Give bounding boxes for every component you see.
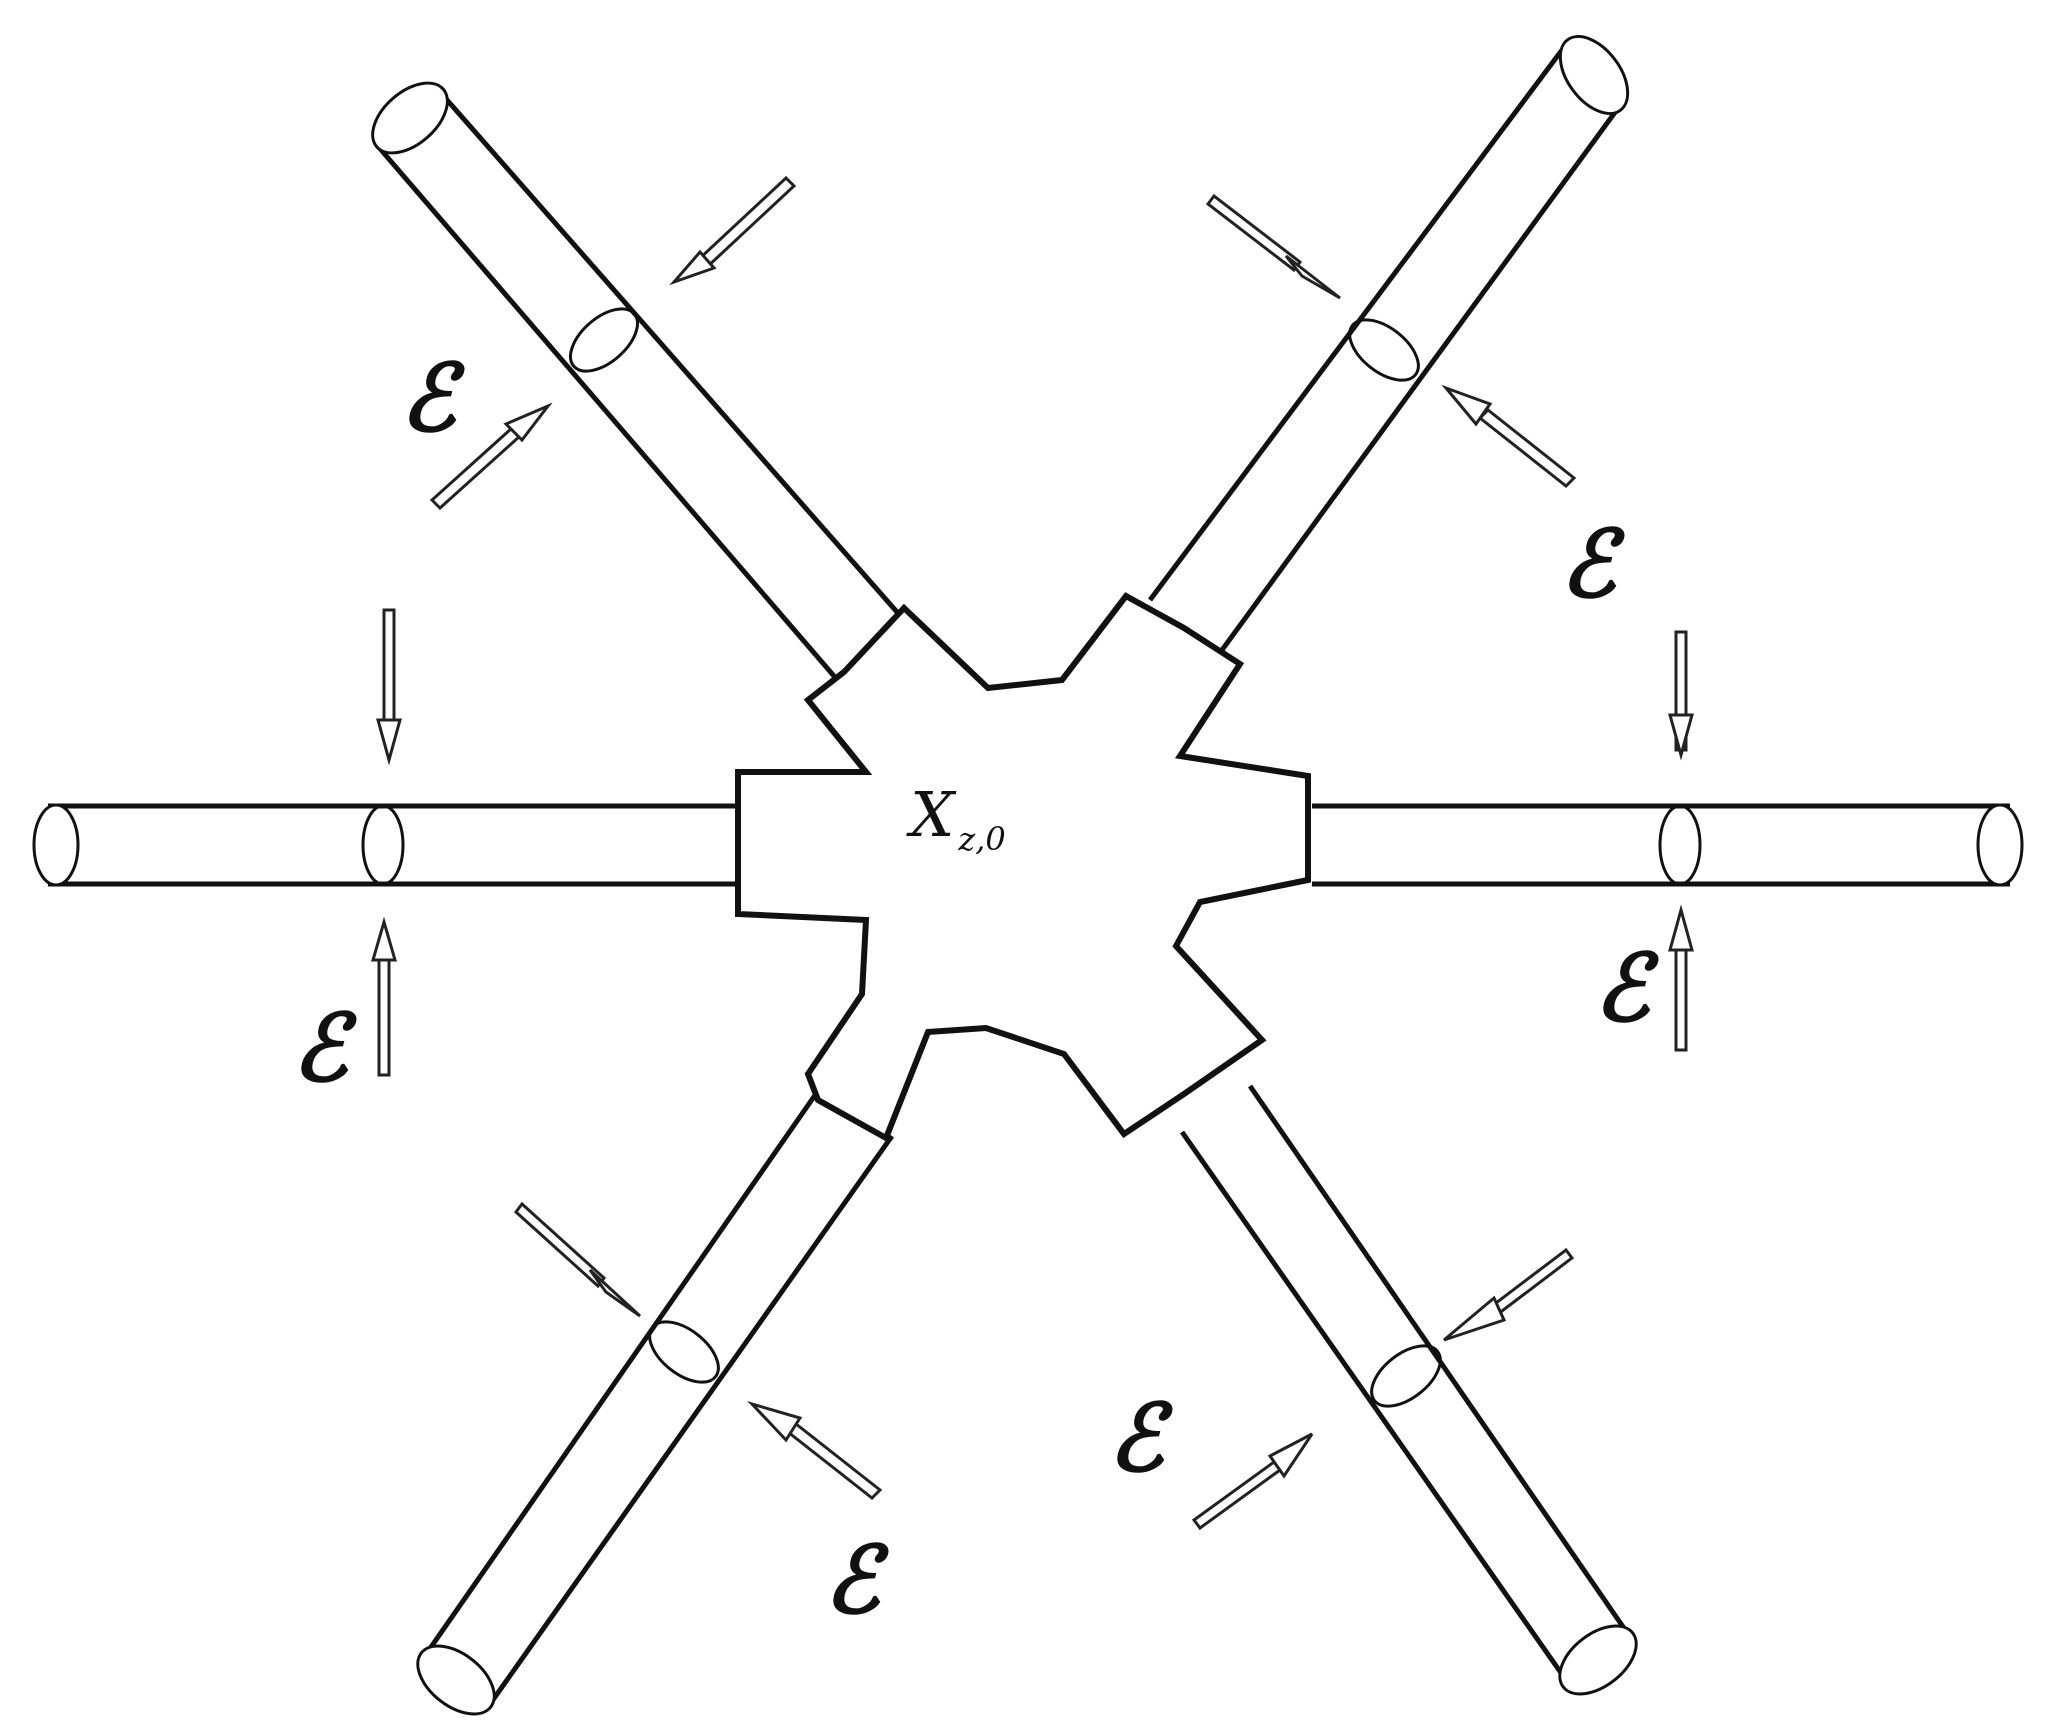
pipe-end-left xyxy=(32,803,80,887)
arrow-lower-left-1 xyxy=(513,1201,642,1318)
arrow-left-bottom xyxy=(371,916,397,1077)
arm-lower-left xyxy=(416,1086,895,1716)
pipe-section-left xyxy=(361,804,405,886)
pipe-section-lower-right xyxy=(1370,1344,1442,1408)
strain-label-upper-left: ℰ xyxy=(400,344,466,452)
pipe-end-upper-right xyxy=(1558,35,1630,115)
arm-right xyxy=(1312,630,2024,1052)
arrow-lower-left-2 xyxy=(747,1401,883,1501)
strain-label-upper-right: ℰ xyxy=(1560,510,1626,618)
pipe-section-right xyxy=(1658,804,1702,886)
arm-upper-left xyxy=(371,81,906,692)
arrow-right-top xyxy=(1668,630,1694,761)
arrow-left-top xyxy=(376,608,402,766)
arrow-upper-left-1 xyxy=(669,175,797,286)
pipe-end-right xyxy=(1976,803,2024,887)
arm-lower-right xyxy=(1179,1084,1638,1696)
pipe-section-lower-left xyxy=(648,1320,720,1384)
strain-label-lower-right: ℰ xyxy=(1108,1384,1174,1492)
arm-upper-right xyxy=(1147,35,1630,652)
strain-label-left: ℰ xyxy=(292,994,358,1102)
arrow-lower-right-2 xyxy=(1191,1432,1314,1531)
pipe-section-upper-left xyxy=(569,307,639,373)
pipe-end-lower-left xyxy=(416,1644,496,1716)
arrow-upper-right-2 xyxy=(1441,384,1577,489)
central-hub xyxy=(735,592,1311,1143)
arm-left xyxy=(32,608,738,1077)
arrow-right-bottom xyxy=(1668,904,1694,1052)
pipe-end-lower-right xyxy=(1558,1624,1638,1696)
strain-label-lower-left: ℰ xyxy=(824,1526,890,1634)
pipe-section-upper-right xyxy=(1348,318,1420,382)
arrow-upper-left-2 xyxy=(429,402,553,511)
pipe-end-upper-left xyxy=(371,81,449,155)
arrow-lower-right-1 xyxy=(1443,1247,1575,1342)
arrow-upper-right-1 xyxy=(1205,193,1341,300)
strain-label-right: ℰ xyxy=(1594,934,1660,1042)
